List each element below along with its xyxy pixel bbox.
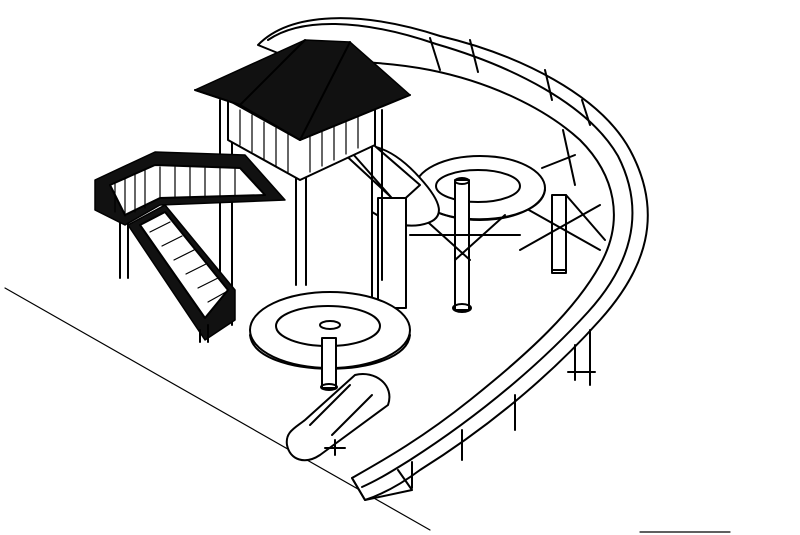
support-tower	[519, 129, 606, 274]
stair-platform	[94, 151, 286, 226]
slide-tower	[119, 39, 411, 326]
upper-helix-slide	[409, 155, 546, 313]
lower-helix-slide	[249, 291, 411, 391]
enclosed-tube-slide	[339, 139, 440, 309]
open-flume-slide	[257, 17, 649, 501]
staircase	[127, 204, 236, 343]
lower-exit-slide	[285, 373, 391, 462]
